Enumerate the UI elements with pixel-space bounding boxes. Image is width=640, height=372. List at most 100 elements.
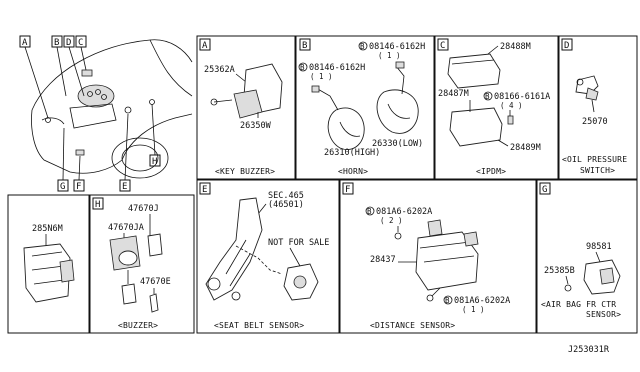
- key-buzzer-body: [233, 89, 263, 119]
- ipdm-bolt[interactable]: 08166-6161A: [494, 92, 550, 102]
- panel-c-frame: [434, 35, 559, 180]
- screw-icon: [210, 98, 218, 106]
- sec-ref[interactable]: SEC.465: [268, 191, 304, 201]
- horn-low: [376, 89, 419, 134]
- panel-h-frame: [89, 194, 195, 334]
- part-285N6M[interactable]: 285N6M: [32, 224, 63, 234]
- part-26350W[interactable]: 26350W: [240, 121, 272, 131]
- buzzer-connector: [121, 283, 137, 305]
- ipdm-cover: [447, 53, 501, 89]
- part-26330-low[interactable]: 26330(LOW): [372, 139, 423, 149]
- panel-e-caption: <SEAT BELT SENSOR>: [214, 321, 304, 330]
- part-47670JA[interactable]: 47670JA: [108, 223, 144, 233]
- ipdm-location: [81, 69, 93, 77]
- horn-bolt-1[interactable]: 08146-6162H: [369, 42, 425, 52]
- callout-g[interactable]: G: [60, 182, 65, 192]
- panel-f-distance-sensor: F B 081A6-6202A ( 2 ) 28437 B 081A6-6202…: [339, 179, 537, 334]
- panel-g-caption-2: SENSOR>: [586, 310, 621, 319]
- panel-b-caption: <HORN>: [338, 167, 368, 176]
- panel-b-letter: B: [302, 41, 307, 51]
- panel-d-caption-1: <OIL PRESSURE: [562, 155, 627, 164]
- panel-f-frame: [339, 179, 537, 334]
- part-25385B[interactable]: 25385B: [544, 266, 575, 276]
- module-285n6m: [23, 243, 71, 303]
- panel-c-letter: C: [440, 41, 445, 51]
- engine-block: [69, 103, 117, 129]
- panel-285n6m: 285N6M: [7, 194, 90, 334]
- panel-a-caption: <KEY BUZZER>: [215, 167, 275, 176]
- panel-b-horn: B B 08146-6162H ( 1 ) B 08146-6162H ( 1 …: [295, 35, 435, 180]
- callout-f[interactable]: F: [76, 182, 81, 192]
- bolt-symbol-icon: [483, 91, 493, 101]
- distance-bolt-2[interactable]: 081A6-6202A: [454, 296, 510, 306]
- panel-g-air-bag-sensor: G 98581 25385B <AIR BAG FR CTR SENSOR>: [536, 179, 638, 334]
- diagram-id: J253031R: [568, 345, 610, 355]
- part-28437[interactable]: 28437: [370, 255, 396, 265]
- callout-e[interactable]: E: [122, 182, 127, 192]
- panel-h-letter: H: [95, 200, 100, 210]
- panel-h-caption: <BUZZER>: [118, 321, 158, 330]
- bolt-symbol-icon: [443, 295, 453, 305]
- callout-d[interactable]: D: [66, 38, 71, 48]
- car-fender: [121, 113, 193, 161]
- part-28487M[interactable]: 28487M: [438, 89, 469, 99]
- part-25070[interactable]: 25070: [582, 117, 608, 127]
- panel-e-frame: [196, 179, 340, 334]
- panel-c-ipdm: C 28488M 28487M B 08166-6161A ( 4 ) 2848…: [434, 35, 559, 180]
- part-47670J[interactable]: 47670J: [128, 204, 159, 214]
- horn-high: [327, 107, 365, 150]
- seat-frame: [205, 197, 263, 301]
- svg-text:B: B: [300, 63, 305, 72]
- panel-g-frame: [536, 179, 638, 334]
- bolt-symbol-icon: [365, 206, 375, 216]
- car-front-rim: [121, 144, 159, 172]
- part-28488M[interactable]: 28488M: [500, 42, 531, 52]
- svg-text:B: B: [485, 92, 490, 101]
- callout-b[interactable]: B: [54, 38, 59, 48]
- panel-d-oil-pressure-switch: D 25070 <OIL PRESSURE SWITCH>: [558, 35, 638, 180]
- svg-text:B: B: [367, 207, 372, 216]
- panel-d-frame: [558, 35, 638, 180]
- horn-bolt-2[interactable]: 08146-6162H: [309, 63, 365, 73]
- panel-a-key-buzzer: A 25362A 26350W <KEY BUZZER>: [196, 35, 296, 180]
- part-47670E[interactable]: 47670E: [140, 277, 171, 287]
- panel-e-seat-belt-sensor: E SEC.465 (46501) NOT FOR SALE <SEAT BEL…: [196, 179, 340, 334]
- not-for-sale-note: NOT FOR SALE: [268, 238, 329, 248]
- callout-h[interactable]: H: [152, 157, 157, 167]
- svg-text:( 2 ): ( 2 ): [380, 216, 403, 225]
- svg-text:( 1 ): ( 1 ): [378, 51, 401, 60]
- panel-d-caption-2: SWITCH>: [580, 166, 615, 175]
- svg-text:B: B: [445, 296, 450, 305]
- callout-a[interactable]: A: [22, 38, 28, 48]
- bolt-symbol-icon: [298, 62, 308, 72]
- sec-ref-sub: (46501): [268, 200, 304, 210]
- svg-text:( 1 ): ( 1 ): [462, 305, 485, 314]
- screw-icon: [426, 294, 434, 302]
- panel-e-letter: E: [202, 185, 207, 195]
- panel-a-letter: A: [202, 41, 208, 51]
- panel-g-letter: G: [542, 185, 547, 195]
- svg-text:B: B: [360, 42, 365, 51]
- bolt-symbol-icon: [358, 41, 368, 51]
- part-28489M[interactable]: 28489M: [510, 143, 541, 153]
- panel-f-caption: <DISTANCE SENSOR>: [370, 321, 455, 330]
- screw-icon: [394, 232, 402, 240]
- panel-g-caption-1: <AIR BAG FR CTR: [541, 300, 616, 309]
- panel-285n6m-frame: [7, 194, 90, 334]
- part-26310-high[interactable]: 26310(HIGH): [324, 148, 380, 158]
- screw-icon: [564, 284, 572, 292]
- panel-a-frame: [196, 35, 296, 180]
- engine-cover: [77, 84, 115, 108]
- car-headlight: [41, 117, 65, 125]
- car-windshield-line: [149, 39, 193, 97]
- panel-d-letter: D: [564, 41, 569, 51]
- panel-h-buzzer: H 47670J 47670JA 47670E <BUZZER>: [89, 194, 195, 334]
- car-hood-line: [31, 39, 193, 111]
- distance-bolt-1[interactable]: 081A6-6202A: [376, 207, 432, 217]
- part-98581[interactable]: 98581: [586, 242, 612, 252]
- part-25362A[interactable]: 25362A: [204, 65, 235, 75]
- car-front-bumper: [31, 109, 123, 174]
- svg-text:( 1 ): ( 1 ): [310, 72, 333, 81]
- callout-c[interactable]: C: [78, 38, 83, 48]
